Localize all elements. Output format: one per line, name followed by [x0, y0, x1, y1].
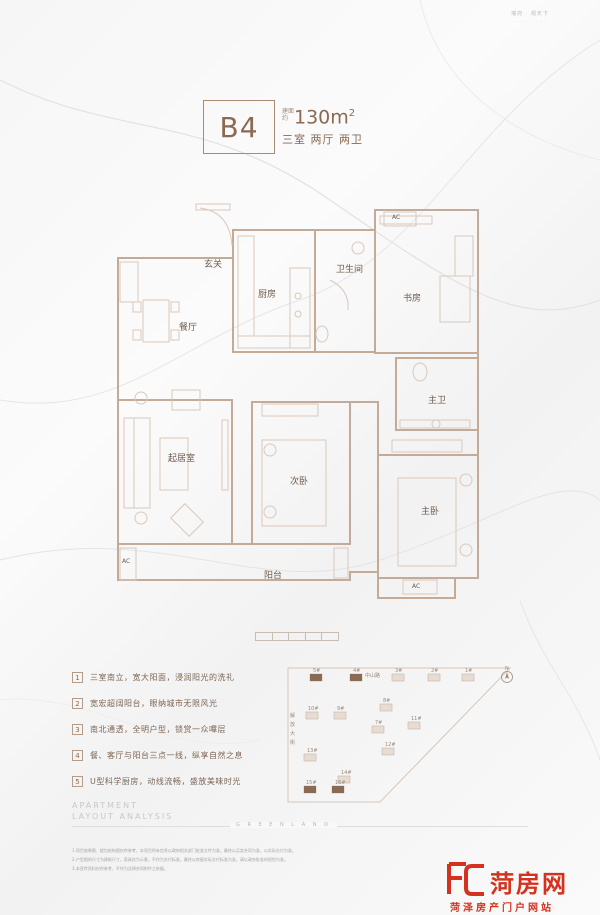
brand-top-text: 瑞府 · 观天下: [511, 11, 549, 17]
feature-list: 1 三室南立，宽大阳面，浸润阳光的洗礼 2 宽宏超阔阳台，眼纳城市无限风光 3 南北通…: [72, 670, 243, 800]
room-living: 起居室: [168, 454, 196, 464]
room-entrance: 玄关: [204, 260, 223, 270]
logo-letters-text: FC: [446, 860, 448, 861]
road-top-label: 中山路: [365, 673, 381, 679]
bldg-label: 13#: [307, 748, 318, 754]
room-study: 书房: [403, 294, 422, 304]
bldg-label: 9#: [337, 706, 344, 712]
footer-brand: G R E E N L A N D: [230, 822, 337, 828]
feature-item: 3 南北通透，全明户型，锁赏一众嗶层: [72, 722, 243, 737]
layout-analysis-heading: APARTMENT LAYOUT ANALYSIS: [72, 800, 173, 822]
feature-item: 5 U型科学厨房，动线流畅，盛放美味时光: [72, 774, 243, 789]
area-number: 130m: [294, 106, 349, 129]
room-second-bedroom: 次卧: [290, 477, 309, 487]
brand-mark: 瑞府 · 观天下 · · · · · · · ·: [500, 10, 560, 24]
room-master-bath: 主卫: [428, 396, 447, 406]
area-row: 建面约 130m2: [282, 104, 363, 127]
room-bathroom: 卫生间: [336, 265, 364, 275]
bldg-label: 8#: [383, 698, 390, 704]
feature-text: 宽宏超阔阳台，眼纳城市无限风光: [90, 699, 218, 708]
feature-number: 2: [72, 698, 83, 709]
ac-study: AC: [392, 214, 401, 221]
feature-number: 4: [72, 750, 83, 761]
analysis-line-1: APARTMENT: [72, 801, 138, 810]
area-value: 130m2: [294, 104, 355, 127]
logo-name: 菏房网: [490, 870, 568, 898]
bldg-label: 2#: [431, 668, 438, 674]
compass-icon: N: [501, 666, 513, 683]
feature-item: 1 三室南立，宽大阳面，浸润阳光的洗礼: [72, 670, 243, 685]
feature-item: 2 宽宏超阔阳台，眼纳城市无限风光: [72, 696, 243, 711]
bldg-label: 7#: [375, 720, 382, 726]
room-balcony: 阳台: [264, 571, 283, 581]
bldg-label: 4#: [353, 668, 360, 674]
unit-code-box: B4: [203, 100, 275, 154]
unit-meta: 建面约 130m2 三室 两厅 两卫: [282, 104, 363, 147]
feature-text: 餐、客厅与阳台三点一线，纵享自然之息: [90, 751, 243, 760]
bldg-label: 14#: [341, 770, 352, 776]
feature-item: 4 餐、客厅与阳台三点一线，纵享自然之息: [72, 748, 243, 763]
compass-letter: N: [505, 666, 509, 672]
site-plan: 5# 4# 3# 2# 1# 10# 9# 8# 11# 7# 13# 12# …: [287, 667, 512, 803]
disclaimer-line-2: 2.户型图的尺寸为建筑尺寸，家具仅为示意，不作为交付标准，最终以房屋实际交付标准…: [72, 857, 288, 862]
bldg-label: 1#: [465, 668, 472, 674]
disclaimer-line-3: 3.本宣传资料仅供参考，不作为法律合同附件之依据。: [72, 866, 168, 871]
feature-number: 1: [72, 672, 83, 683]
area-label: 建面约: [282, 108, 295, 122]
analysis-line-2: LAYOUT ANALYSIS: [72, 812, 174, 821]
disclaimer: 1.项目效果图、楼包结构图仅供参考，本项目所有信息以政府相关部门批准文件为准。最…: [72, 846, 432, 873]
ac-master: AC: [412, 583, 421, 590]
feature-text: 三室南立，宽大阳面，浸润阳光的洗礼: [90, 673, 235, 682]
scale-bar: [255, 632, 339, 641]
feature-text: U型科学厨房，动线流畅，盛放美味时光: [90, 777, 241, 786]
road-side-label: 解放大街: [290, 713, 296, 746]
feature-number: 5: [72, 776, 83, 787]
room-count: 三室 两厅 两卫: [282, 133, 363, 147]
bldg-label: 11#: [411, 716, 422, 722]
room-dining: 餐厅: [179, 323, 198, 333]
feature-number: 3: [72, 724, 83, 735]
bldg-label: 15#: [306, 780, 317, 786]
bldg-label: 3#: [395, 668, 402, 674]
unit-code: B4: [219, 110, 259, 144]
disclaimer-line-1: 1.项目效果图、楼包结构图仅供参考，本项目所有信息以政府相关部门批准文件为准。最…: [72, 848, 296, 853]
bldg-label: 12#: [385, 742, 396, 748]
feature-text: 南北通透，全明户型，锁赏一众嗶层: [90, 725, 226, 734]
fc-logo-icon: FC: [446, 860, 484, 896]
bldg-label: 10#: [308, 706, 319, 712]
ac-balcony: AC: [122, 558, 131, 565]
room-master-bedroom: 主卧: [421, 507, 440, 517]
area-unit-sup: 2: [348, 108, 356, 119]
logo-slogan: 菏泽房产门户网站: [450, 903, 554, 914]
room-kitchen: 厨房: [258, 290, 277, 300]
bldg-label: 16#: [335, 780, 346, 786]
brand-sub-text: · · · · · · · ·: [512, 19, 548, 24]
bldg-label: 5#: [313, 668, 320, 674]
